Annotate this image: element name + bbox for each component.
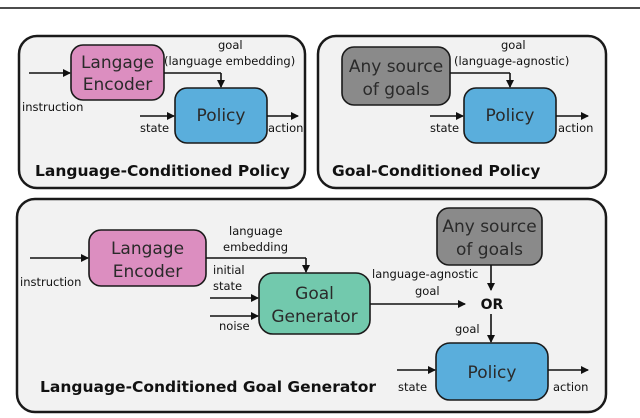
generator-label-line1: Goal: [295, 284, 334, 304]
goal-sublabel: (language embedding): [164, 54, 295, 68]
embedding-label-line2: embedding: [223, 240, 288, 254]
panel-language-conditioned-goal-generator: Langage Encoder instruction language emb…: [15, 197, 608, 414]
state-label: state: [140, 121, 169, 135]
source-label-line1: Any source: [442, 217, 536, 237]
panel-goal-conditioned-policy: Any source of goals Policy goal (languag…: [316, 34, 608, 190]
panel-title: Language-Conditioned Policy: [35, 162, 290, 180]
panel-title: Language-Conditioned Goal Generator: [40, 378, 376, 396]
goal-sublabel: (language-agnostic): [454, 54, 569, 68]
instruction-label: instruction: [22, 100, 83, 114]
policy-label: Policy: [468, 363, 517, 383]
encoder-label-line2: Encoder: [113, 262, 183, 282]
instruction-label: instruction: [20, 275, 81, 289]
agnostic-label-line2: goal: [415, 284, 440, 298]
panel-title: Goal-Conditioned Policy: [332, 162, 540, 180]
goal-source-box: [436, 207, 543, 266]
policy-box: [435, 342, 549, 401]
source-label-line2: of goals: [363, 80, 430, 100]
or-label: OR: [481, 297, 504, 313]
embedding-label-line1: language: [229, 224, 283, 238]
state-label: state: [430, 121, 459, 135]
source-label-line1: Any source: [349, 57, 443, 77]
initial-state-label-line2: state: [213, 279, 242, 293]
initial-state-label-line1: initial: [213, 263, 245, 277]
policy-label: Policy: [197, 106, 246, 126]
agnostic-label-line1: language-agnostic: [372, 267, 478, 281]
encoder-label-line1: Langage: [81, 53, 154, 73]
action-label: action: [268, 121, 303, 135]
encoder-label-line2: Encoder: [83, 75, 153, 95]
panel-language-conditioned-policy: Langage Encoder Policy instruction goal …: [17, 34, 307, 190]
generator-label-line2: Generator: [271, 307, 357, 327]
action-label: action: [553, 380, 588, 394]
action-label: action: [558, 121, 593, 135]
noise-label: noise: [219, 319, 250, 333]
state-label: state: [398, 380, 427, 394]
goal-label: goal: [218, 38, 243, 52]
goal-label: goal: [455, 322, 480, 336]
encoder-label-line1: Langage: [111, 239, 184, 259]
policy-label: Policy: [486, 106, 535, 126]
source-label-line2: of goals: [456, 240, 523, 260]
goal-label: goal: [501, 38, 526, 52]
goal-source-box: [341, 46, 451, 106]
